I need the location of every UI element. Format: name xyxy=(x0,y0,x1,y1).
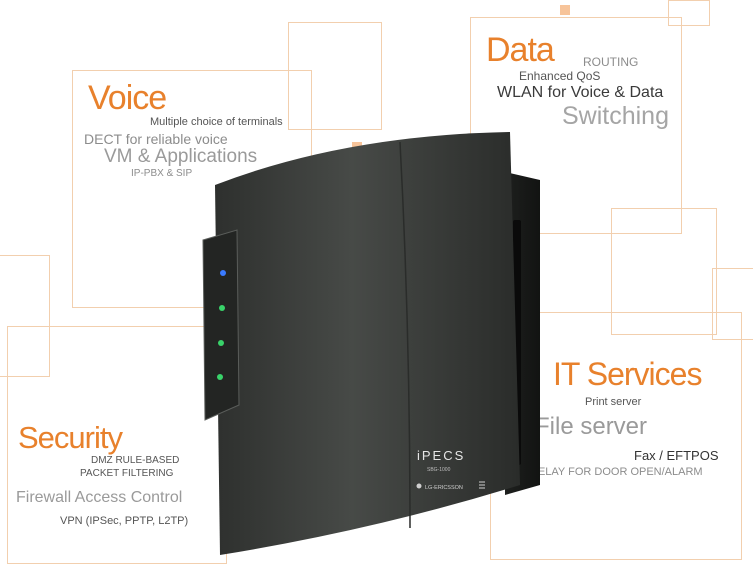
security-line3: Firewall Access Control xyxy=(16,489,183,506)
data-line4: Switching xyxy=(562,102,669,130)
device-illustration: iPECS SBG-1000 LG-ERICSSON xyxy=(195,130,560,560)
device-indicator-panel xyxy=(202,229,240,421)
voice-line2: DECT for reliable voice xyxy=(84,131,228,147)
device-maker: LG-ERICSSON xyxy=(425,485,463,491)
led-phone-icon xyxy=(217,374,223,380)
security-line4: VPN (IPSec, PPTP, L2TP) xyxy=(60,515,189,527)
led-status-icon xyxy=(219,305,225,311)
voice-line1: Multiple choice of terminals xyxy=(150,116,283,128)
device-model: SBG-1000 xyxy=(427,467,451,473)
it-services-line4: RELAY FOR DOOR OPEN/ALARM xyxy=(530,466,703,478)
device-body xyxy=(215,132,520,555)
frame-voice-small xyxy=(288,22,382,130)
ericsson-logo-icon xyxy=(479,481,485,489)
it-services-line1: Print server xyxy=(585,396,642,408)
voice-line4: IP-PBX & SIP xyxy=(131,168,193,179)
led-power-icon xyxy=(220,270,226,276)
security-title: Security xyxy=(18,420,123,455)
device-crease xyxy=(399,141,411,529)
data-line2: Enhanced QoS xyxy=(519,69,601,83)
frame-data-small xyxy=(668,0,710,26)
voice-title: Voice xyxy=(88,79,167,117)
frame-data xyxy=(470,17,682,234)
led-network-icon xyxy=(218,340,224,346)
data-line1: ROUTING xyxy=(583,55,639,69)
data-line3: WLAN for Voice & Data xyxy=(497,84,664,101)
accent-square xyxy=(560,5,570,15)
device-svg: iPECS SBG-1000 LG-ERICSSON xyxy=(202,132,540,555)
device-brand: iPECS xyxy=(417,448,465,463)
lg-logo-icon xyxy=(416,483,422,489)
it-services-line3: Fax / EFTPOS xyxy=(634,448,719,463)
security-line2: PACKET FILTERING xyxy=(80,468,174,479)
frame-right-mid xyxy=(611,208,717,335)
frame-left xyxy=(0,255,50,377)
data-title: Data xyxy=(486,31,555,69)
frame-right-edge xyxy=(712,268,753,340)
voice-line3: VM & Applications xyxy=(104,146,258,167)
it-services-title: IT Services xyxy=(553,356,702,392)
it-services-line2: File server xyxy=(535,413,648,440)
security-line1: DMZ RULE-BASED xyxy=(91,455,180,466)
